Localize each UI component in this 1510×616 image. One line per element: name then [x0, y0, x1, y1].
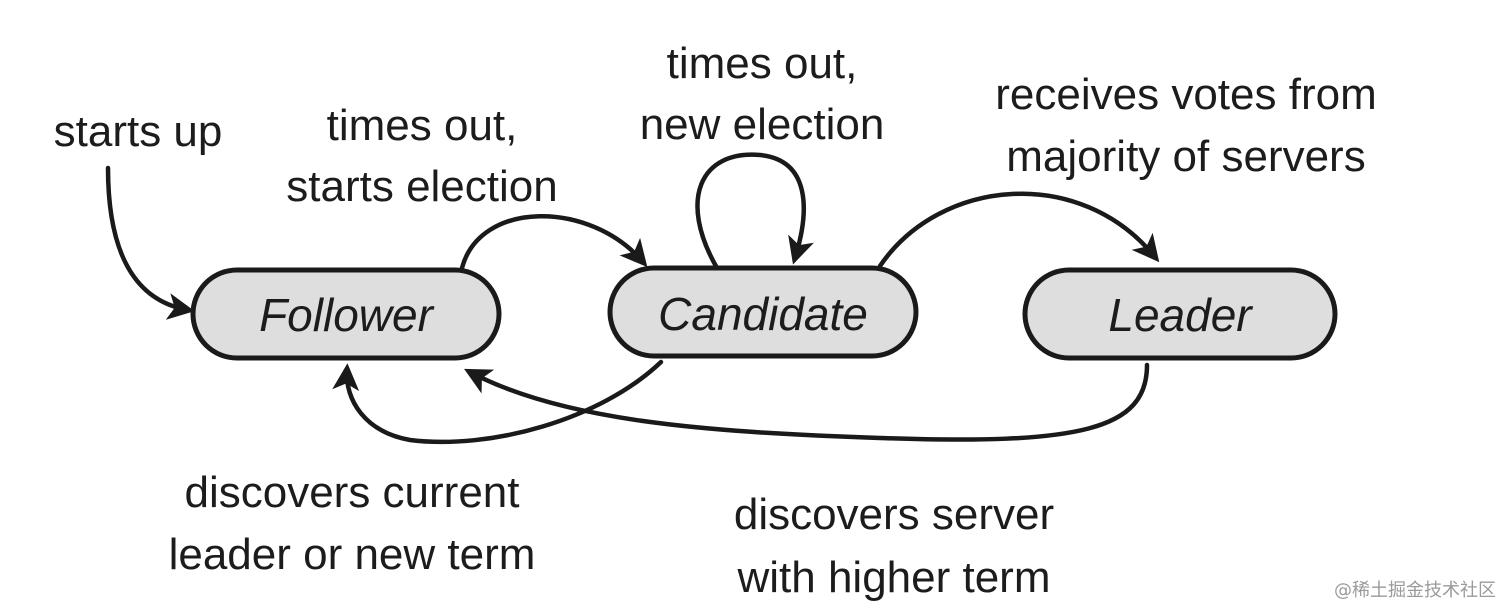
label-receives-votes-line1: receives votes from	[995, 70, 1376, 119]
edge-follower-to-candidate-arrow	[459, 214, 648, 271]
edge-starts-up-arrow	[105, 165, 195, 320]
state-leader-shape	[1022, 267, 1338, 361]
state-follower-label: Follower	[259, 289, 435, 341]
label-candidate-times-out-line2: new election	[640, 100, 885, 149]
label-candidate-times-out-line1: times out,	[667, 39, 858, 88]
edge-candidate-to-leader-arrow	[877, 191, 1160, 269]
state-candidate-label: Candidate	[658, 288, 868, 340]
state-candidate-shape	[607, 265, 919, 359]
edge-candidate-self-loop-arrow	[695, 152, 814, 271]
label-receives-votes-line2: majority of servers	[1006, 132, 1365, 181]
state-leader-label: Leader	[1108, 289, 1253, 341]
label-follower-times-out-line2: starts election	[286, 162, 557, 211]
label-discovers-higher-term-line1: discovers server	[734, 490, 1054, 539]
state-leader: Leader	[1022, 267, 1338, 361]
edge-candidate-to-follower-arrow	[332, 359, 664, 445]
label-starts-up: starts up	[54, 107, 223, 156]
edge-leader-to-follower-arrow	[464, 362, 1150, 442]
label-discovers-current-leader-line2: leader or new term	[169, 530, 536, 579]
state-follower: Follower	[190, 267, 502, 361]
label-discovers-current-leader-line1: discovers current	[184, 468, 519, 517]
label-follower-times-out-line1: times out,	[327, 101, 518, 150]
state-candidate: Candidate	[607, 265, 919, 359]
watermark-text: @稀土掘金技术社区	[1334, 580, 1496, 601]
label-discovers-higher-term-line2: with higher term	[736, 553, 1050, 602]
state-follower-shape	[190, 267, 502, 361]
